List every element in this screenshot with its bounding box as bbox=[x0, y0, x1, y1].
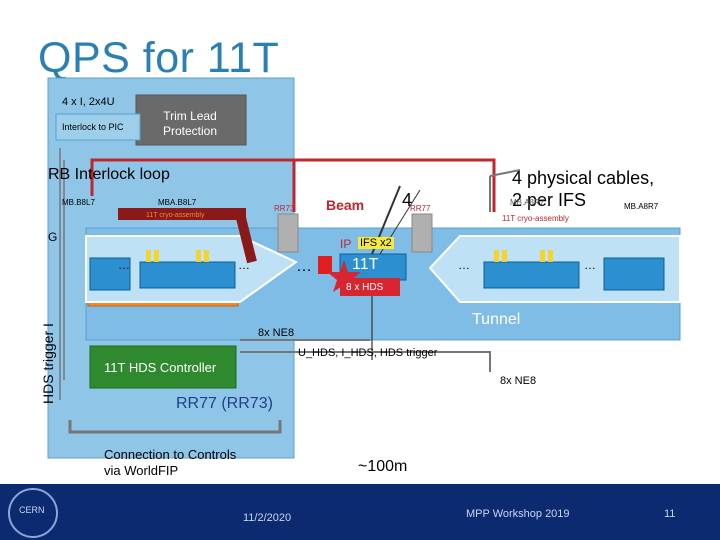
star-icon bbox=[327, 260, 361, 292]
magnet-left-ifs-1 bbox=[146, 250, 151, 262]
distance-label: ~100m bbox=[358, 458, 408, 475]
rb-loop-cable bbox=[90, 158, 296, 212]
interconnect-left bbox=[277, 213, 299, 253]
ne8-right: 8x NE8 bbox=[500, 375, 537, 387]
tunnel-label: Tunnel bbox=[472, 311, 521, 328]
rb-loop-cable-2 bbox=[292, 158, 496, 212]
gray-cable-4 bbox=[489, 169, 521, 177]
gray-cable-1 bbox=[240, 351, 491, 372]
cryo-pipe-left bbox=[235, 212, 257, 264]
mb-a8r7-mid: MB.A8R7 bbox=[510, 198, 545, 207]
controller-label: 11T HDS Controller bbox=[104, 360, 217, 375]
cern-logo-text: CERN bbox=[19, 505, 45, 515]
dots-left-2: … bbox=[238, 258, 250, 272]
rr73: RR73 bbox=[274, 204, 295, 213]
bracket-bottom bbox=[68, 420, 282, 434]
footer-page: 11 bbox=[664, 508, 676, 520]
controls-line1: Connection to Controls bbox=[104, 447, 237, 462]
footer-event: MPP Workshop 2019 bbox=[466, 508, 570, 520]
magnet-left-ifs-2 bbox=[154, 250, 159, 262]
mb-a8r7-right: MB.A8R7 bbox=[624, 202, 659, 211]
magnet-right-ifs-3 bbox=[540, 250, 545, 262]
rb-loop-label: RB Interlock loop bbox=[48, 166, 170, 183]
hds-trigger-label: HDS trigger I bbox=[40, 323, 56, 404]
hds-box bbox=[340, 278, 400, 296]
rr-label: RR77 (RR73) bbox=[176, 395, 273, 412]
interconnect-right bbox=[411, 213, 433, 253]
trim-lead-label: Trim Lead Protection bbox=[162, 109, 218, 138]
ifs-marker bbox=[318, 256, 332, 274]
mb-b8l7: MB.B8L7 bbox=[62, 198, 95, 207]
controller-box bbox=[89, 345, 237, 389]
dots-right: … bbox=[458, 258, 470, 272]
dots-right-2: … bbox=[584, 258, 596, 272]
four-label: 4 bbox=[402, 190, 413, 210]
magnet-right-ifs-4 bbox=[548, 250, 553, 262]
interlock-box bbox=[55, 113, 141, 141]
footer: CERN 11/2/2020 MPP Workshop 2019 11 bbox=[0, 484, 720, 540]
magnet-left-1 bbox=[89, 257, 131, 291]
magnet-right-1 bbox=[483, 261, 580, 289]
mba-b8l7: MBA.B8L7 bbox=[158, 198, 197, 207]
dots-left: … bbox=[118, 258, 130, 272]
trim-lead-box bbox=[135, 94, 247, 146]
eleven-t-label: 11T bbox=[352, 256, 379, 273]
page-title: QPS for 11T bbox=[38, 34, 280, 82]
interlock-to-pic: Interlock to PIC bbox=[62, 122, 124, 132]
signals-label: U_HDS, I_HDS, HDS trigger bbox=[298, 347, 438, 359]
cern-logo: CERN bbox=[8, 488, 58, 538]
hds-count: 8 x HDS bbox=[346, 282, 384, 293]
cryo-left: 11T cryo-assembly bbox=[146, 212, 205, 219]
magnet-left-ifs-4 bbox=[204, 250, 209, 262]
cables-line1: 4 physical cables, bbox=[512, 168, 655, 188]
magnet-right-2 bbox=[603, 257, 665, 291]
cryo-band-left bbox=[118, 208, 246, 220]
ne8-top: 8x NE8 bbox=[258, 327, 295, 339]
rr77: RR77 bbox=[410, 204, 431, 213]
footer-date: 11/2/2020 bbox=[243, 512, 292, 524]
ifs-label: IFS x2 bbox=[358, 237, 394, 249]
cables-line2: 2 per IFS bbox=[512, 190, 587, 210]
interlock-config: 4 x I, 2x4U bbox=[62, 96, 115, 108]
magnet-left-ifs-3 bbox=[196, 250, 201, 262]
dots-mid: … bbox=[296, 258, 312, 275]
magnet-left-2 bbox=[139, 261, 236, 289]
beam-label: Beam bbox=[326, 197, 365, 213]
controls-line2: via WorldFIP bbox=[104, 463, 179, 478]
g-letter: G bbox=[48, 230, 58, 244]
cryo-right: 11T cryo-assembly bbox=[502, 214, 569, 223]
magnet-right-ifs-2 bbox=[502, 250, 507, 262]
magnet-right-ifs-1 bbox=[494, 250, 499, 262]
ip-label: IP bbox=[340, 237, 352, 251]
